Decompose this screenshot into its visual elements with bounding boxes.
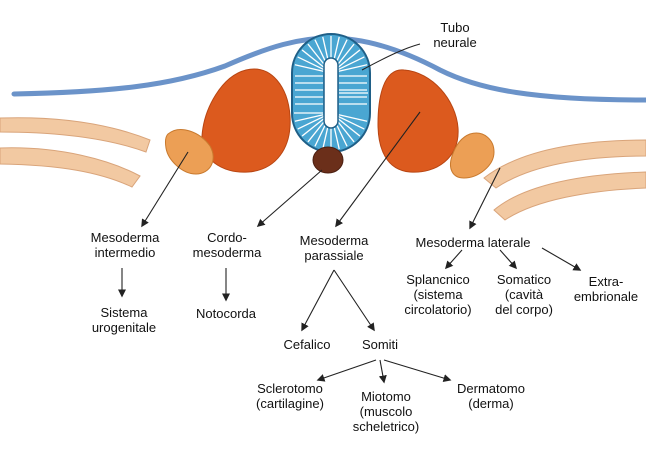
neural-tube (292, 34, 370, 152)
label-cordomesoderma: Cordo- mesoderma (185, 230, 269, 260)
arrow-to-somiti (334, 270, 374, 330)
arrow-to-somatico (500, 250, 516, 268)
arrow-to-dermatomo (384, 360, 450, 380)
label-somatico: Somatico (cavità del corpo) (484, 272, 564, 317)
label-sclerotomo: Sclerotomo (cartilagine) (240, 381, 340, 411)
arrow-intermediate (142, 152, 188, 226)
label-dermatomo: Dermatomo (derma) (446, 381, 536, 411)
lateral-plate-band-right (484, 140, 646, 220)
arrow-to-miotomo (380, 360, 384, 382)
label-tubo-neurale: Tubo neurale (425, 20, 485, 50)
label-somiti: Somiti (350, 337, 410, 352)
label-mesoderma-laterale: Mesoderma laterale (398, 235, 548, 250)
label-sistema-urogenitale: Sistema urogenitale (82, 305, 166, 335)
paraxial-mesoderm-right (378, 70, 458, 172)
label-mesoderma-parassiale: Mesoderma parassiale (289, 233, 379, 263)
notochord (313, 147, 343, 173)
label-cefalico: Cefalico (272, 337, 342, 352)
label-extraembrionale: Extra- embrionale (568, 274, 644, 304)
arrow-notochord (258, 170, 322, 226)
paraxial-mesoderm-left (202, 69, 290, 172)
arrow-to-splancnico (446, 250, 462, 268)
arrow-to-sclerotomo (318, 360, 376, 380)
label-mesoderma-intermedio: Mesoderma intermedio (80, 230, 170, 260)
label-splancnico: Splancnico (sistema circolatorio) (393, 272, 483, 317)
label-miotomo: Miotomo (muscolo scheletrico) (344, 389, 428, 434)
lateral-plate-band-left (0, 118, 150, 187)
arrow-to-extraembrionale (542, 248, 580, 270)
arrow-to-cefalico (302, 270, 334, 330)
label-notocorda: Notocorda (186, 306, 266, 321)
